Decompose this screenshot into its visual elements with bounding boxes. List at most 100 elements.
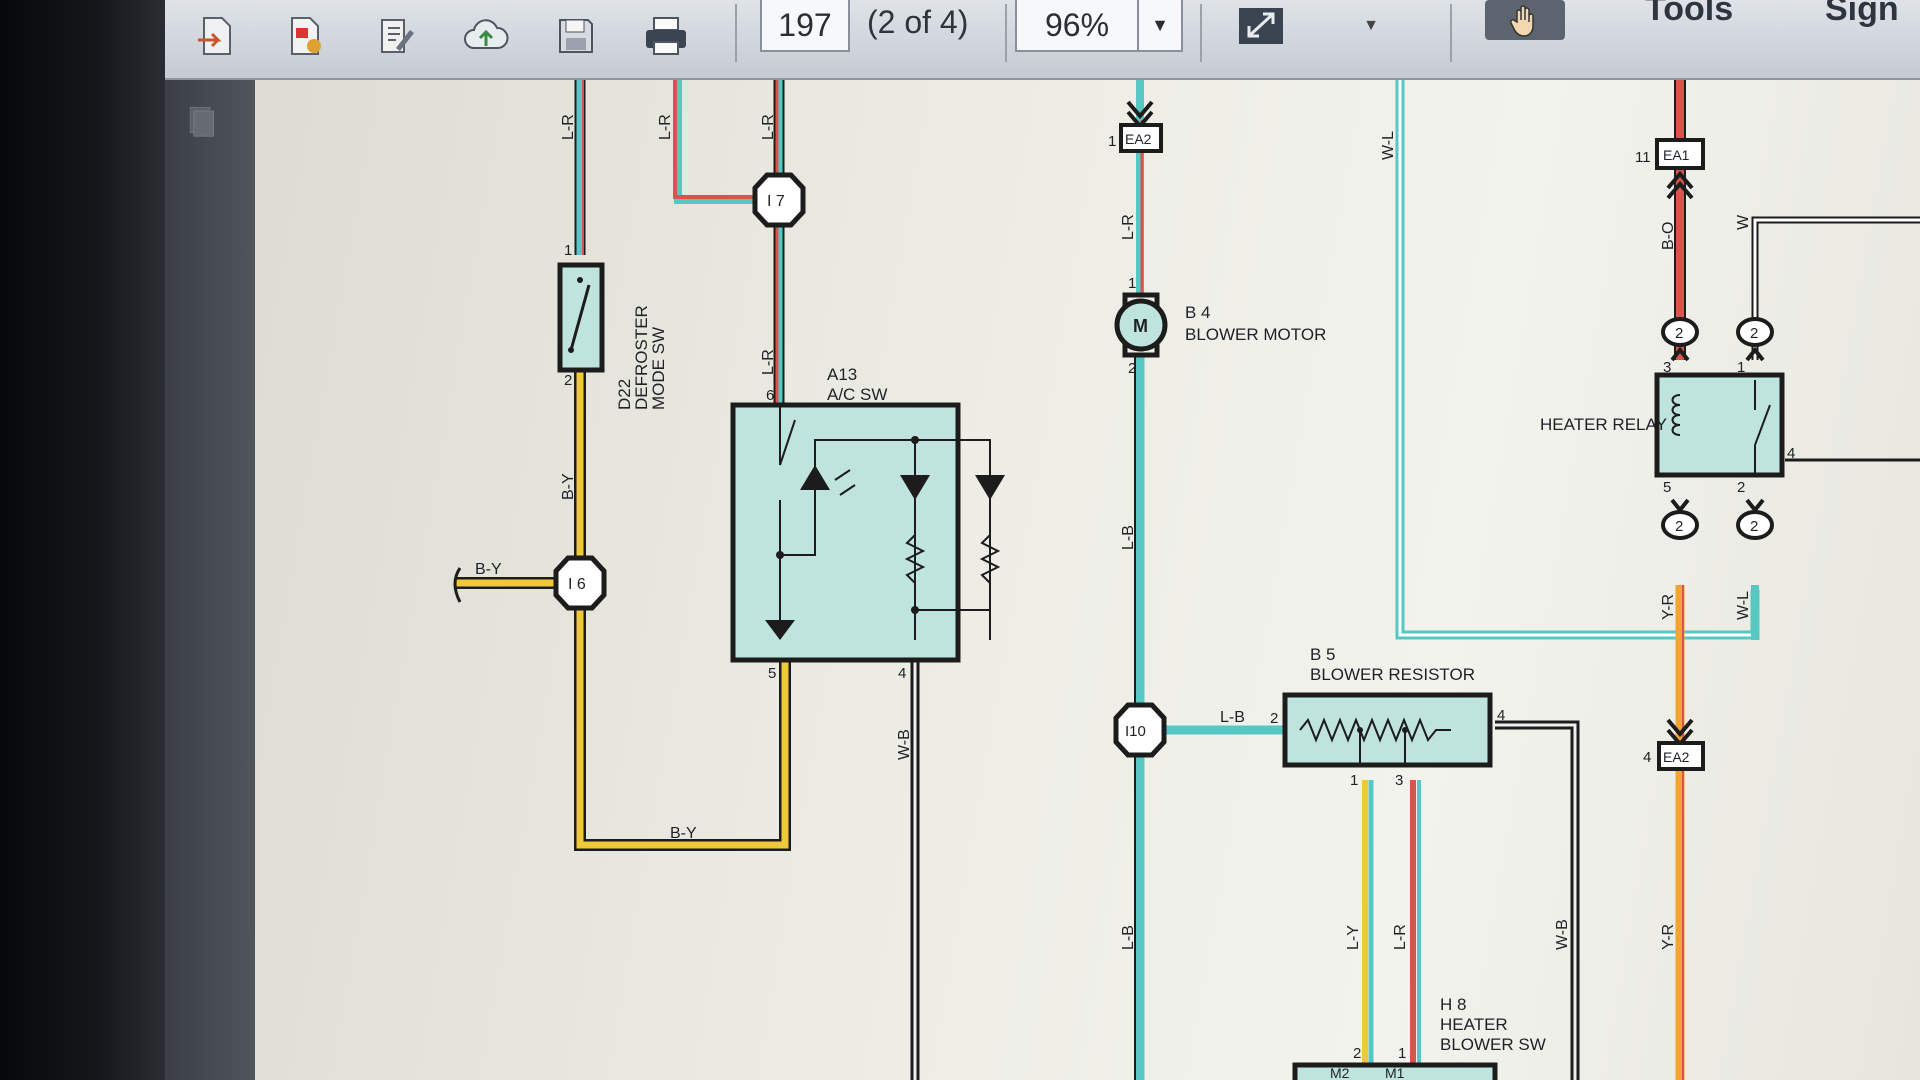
zoom-dropdown-icon[interactable]: ▼: [1137, 0, 1183, 52]
zoom-input[interactable]: 96%: [1015, 0, 1139, 52]
junction-i7: [752, 172, 806, 228]
junction-i6: [553, 555, 607, 611]
pin-relay-2: 2: [1737, 479, 1745, 496]
label-yr-1: Y-R: [1660, 594, 1677, 620]
navigation-pane: [165, 80, 255, 1080]
label-wb-2: W-B: [1554, 919, 1571, 950]
open-icon[interactable]: [190, 10, 242, 62]
wire-yr: [1675, 585, 1685, 1080]
label-wl-2: W-L: [1735, 591, 1752, 620]
pin-relay-4: 4: [1787, 445, 1795, 462]
ac-switch: [730, 402, 1005, 663]
cloud-upload-icon[interactable]: [460, 10, 512, 62]
h8-name-2: BLOWER SW: [1440, 1035, 1546, 1054]
label-wl-1: W-L: [1380, 131, 1397, 160]
pin-relay-3: 3: [1663, 359, 1671, 376]
tools-menu[interactable]: Tools: [1645, 0, 1734, 28]
wire-lr-loop: [673, 80, 760, 204]
ea2-top-label: EA2: [1125, 131, 1152, 147]
d22-code: D22: [615, 379, 634, 410]
b4-code: B 4: [1185, 303, 1211, 322]
toolbar-separator: [1200, 4, 1202, 62]
wire-resistor-lr: [1410, 780, 1421, 1080]
pin-resistor-2: 2: [1270, 710, 1278, 727]
blower-resistor: [1282, 692, 1493, 768]
defroster-mode-switch: [557, 262, 605, 373]
hand-tool-icon[interactable]: [1485, 0, 1565, 40]
d22-name-1: DEFROSTER: [632, 305, 651, 410]
pin-h8-2: 2: [1353, 1045, 1361, 1062]
pin-a13-5: 5: [768, 665, 776, 682]
junction-i10: [1113, 702, 1167, 758]
label-by-1: B-Y: [560, 473, 577, 500]
wire-resistor-wb: [1495, 720, 1580, 1080]
pin-resistor-4: 4: [1497, 707, 1505, 724]
pin-a13-4: 4: [898, 665, 906, 682]
label-w: W: [1735, 214, 1752, 230]
pin-relay-1: 1: [1737, 359, 1745, 376]
label-lr-4: L-R: [760, 349, 777, 375]
pin-relay-5: 5: [1663, 479, 1671, 496]
edit-icon[interactable]: [370, 10, 422, 62]
save-icon[interactable]: [550, 10, 602, 62]
pin-resistor-1: 1: [1350, 772, 1358, 789]
h8-name-1: HEATER: [1440, 1015, 1508, 1034]
label-lb-3: L-B: [1220, 709, 1245, 726]
label-lr-resistor: L-R: [1392, 924, 1409, 950]
pin-ea1-11: 11: [1635, 149, 1651, 166]
more-dropdown-icon[interactable]: ▼: [1363, 17, 1379, 34]
document-page: D22 DEFROSTER MODE SW: [255, 80, 1920, 1080]
junction-i10-label: I10: [1125, 723, 1146, 740]
label-lr-motor: L-R: [1120, 214, 1137, 240]
motor-symbol: M: [1133, 316, 1148, 336]
heater-blower-switch: [1292, 1062, 1498, 1080]
label-yr-2: Y-R: [1660, 924, 1677, 950]
monitor-bezel: [0, 0, 165, 1080]
label-by-3: B-Y: [670, 825, 697, 842]
heater-relay: [1654, 372, 1785, 478]
pin-resistor-3: 3: [1395, 772, 1403, 789]
pin-motor-2: 2: [1128, 360, 1136, 377]
label-lb-1: L-B: [1120, 525, 1137, 550]
label-lb-2: L-B: [1120, 925, 1137, 950]
ea1-label: EA1: [1663, 147, 1690, 163]
wire-d22-lr: [574, 80, 586, 255]
label-by-2: B-Y: [475, 561, 502, 578]
toolbar-separator: [1005, 4, 1007, 62]
relay-pin-2a: 2: [1675, 325, 1683, 342]
pin-h8-1: 1: [1398, 1045, 1406, 1062]
connector-ea1: [1655, 138, 1705, 200]
a13-code: A13: [827, 365, 857, 384]
label-lr-2: L-R: [657, 114, 674, 140]
toolbar-separator: [1450, 4, 1452, 62]
wire-w: [1751, 216, 1920, 360]
pin-d22-1: 1: [564, 242, 572, 259]
pin-d22-2: 2: [564, 372, 572, 389]
create-pdf-icon[interactable]: [280, 10, 332, 62]
pin-a13-6: 6: [766, 387, 774, 404]
pin-motor-1: 1: [1128, 275, 1136, 292]
h8-code: H 8: [1440, 995, 1466, 1014]
page-number-input[interactable]: 197: [760, 0, 850, 52]
label-lr-3: L-R: [760, 114, 777, 140]
fit-page-icon[interactable]: [1235, 0, 1287, 52]
label-lr-1: L-R: [560, 114, 577, 140]
heater-relay-name: HEATER RELAY: [1540, 415, 1667, 434]
label-wb-1: W-B: [896, 729, 913, 760]
relay-connector-pins: [1661, 317, 1774, 540]
h8-pin-m2: M2: [1330, 1065, 1350, 1080]
print-icon[interactable]: [640, 10, 692, 62]
pin-ea2-4: 4: [1643, 749, 1651, 766]
relay-pin-2b: 2: [1750, 325, 1758, 342]
b5-name: BLOWER RESISTOR: [1310, 665, 1475, 684]
pdf-toolbar: 197 (2 of 4) 96% ▼ ▼ Tools Sign: [165, 0, 1920, 80]
junction-i6-label: I 6: [568, 576, 586, 593]
label-bo: B-O: [1660, 222, 1677, 250]
sign-menu[interactable]: Sign: [1825, 0, 1899, 28]
wiring-schematic: D22 DEFROSTER MODE SW: [453, 80, 1920, 1080]
blower-motor: [1114, 292, 1168, 358]
wire-i7-lr: [773, 80, 785, 405]
page-thumbnails-icon[interactable]: [183, 102, 219, 138]
connector-ea2-top: [1119, 100, 1163, 153]
